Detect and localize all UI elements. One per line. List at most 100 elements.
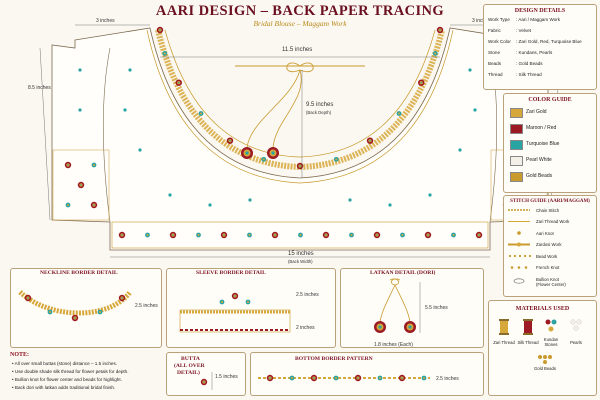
dim-sleeve-top-right: 3 inches: [472, 18, 491, 24]
zardosi-icon: [508, 242, 530, 247]
dim-back-depth-note: (Back Depth): [306, 110, 332, 115]
butta-dot: [168, 193, 172, 197]
bottom-border-panel: [250, 352, 484, 396]
left-sleeve-seam: [102, 47, 111, 223]
color-label: Zari Gold: [526, 109, 547, 115]
stitch-label: Chain Stitch: [536, 207, 560, 213]
french-knot-icon: [510, 266, 528, 269]
color-swatch: [510, 108, 523, 118]
sleeve-detail-dim-2: 2 inches: [296, 325, 315, 331]
design-detail-value: : Aari / Maggam Work: [516, 17, 561, 22]
dim-back-width-note: (Back Width): [288, 259, 313, 264]
notes-heading: NOTE:: [10, 352, 30, 358]
sleeve-detail-dim-1: 2.5 inches: [296, 292, 319, 298]
material-label: Silk Thread: [517, 340, 539, 345]
pearls-icon: [570, 319, 582, 331]
material-label: Zari Thread: [493, 340, 515, 345]
design-detail-row: Stone: Kundans, Pearls: [488, 50, 552, 55]
butta-dot: [78, 68, 82, 72]
design-detail-key: Fabric: [488, 28, 501, 33]
butta-dot: [348, 198, 352, 202]
butta-dot: [468, 68, 472, 72]
latkan-right: [267, 147, 279, 159]
design-detail-row: Beads : Gold Beads: [488, 61, 543, 66]
color-swatch: [510, 172, 523, 182]
design-detail-key: Beads: [488, 61, 502, 66]
color-label: Pearl White: [526, 157, 552, 163]
stitch-label-sub: (Flower Center): [536, 282, 566, 287]
stitch-label: French Knot: [536, 265, 560, 270]
butta-detail-panel: [166, 352, 246, 396]
butta-dot: [208, 203, 212, 207]
butta-dot: [458, 148, 462, 152]
sleeve-detail-panel: [166, 268, 336, 348]
design-detail-key: Thread: [488, 72, 503, 77]
neckline-detail-panel: [10, 268, 162, 348]
left-sleeve-border: [52, 149, 110, 221]
neckline-detail-heading: NECKLINE BORDER DETAIL: [40, 270, 118, 276]
stitch-label: Bullion Knot: [536, 276, 559, 282]
bottom-border-band: [111, 221, 489, 249]
zari-spool-icon: [499, 319, 509, 335]
latkan-detail-heading: LATKAN DETAIL (DORI): [370, 270, 436, 276]
note-line: • Bullion knot for flower center and bea…: [12, 377, 122, 382]
design-detail-row: Thread : Silk Thread: [488, 72, 542, 77]
page-title: AARI DESIGN – BACK PAPER TRACING: [155, 3, 445, 19]
latkan-detail-dim-2: 1.8 inches (Each): [374, 342, 413, 348]
stitch-guide-heading: STITCH GUIDE (AARI/MAGGAM): [510, 199, 590, 204]
stitch-label: Zari Thread Work: [536, 219, 570, 224]
color-swatch: [510, 124, 523, 134]
design-detail-row: Work Color : Zari Gold, Red, Turquoise Bl…: [488, 39, 582, 44]
design-detail-value: : Silk Thread: [516, 72, 542, 77]
material-label: Gold Beads: [534, 366, 556, 371]
color-label: Maroon / Red: [526, 125, 557, 131]
latkan-left: [241, 147, 253, 159]
design-details-panel: DESIGN DETAILS: [483, 4, 597, 90]
note-line: • Use double shade silk thread for flowe…: [12, 369, 129, 374]
silk-spool-icon: [523, 319, 533, 335]
sleeve-detail-heading: SLEEVE BORDER DETAIL: [196, 270, 266, 276]
neckline-detail-dim: 2.5 inches: [135, 303, 158, 309]
bottom-border-dim: 2.5 inches: [436, 376, 459, 382]
butta-heading-1: BUTTA: [181, 356, 200, 362]
bottom-border-heading: BOTTOM BORDER PATTERN: [295, 356, 373, 362]
design-detail-value: : Gold Beads: [516, 61, 543, 66]
butta-dot: [428, 193, 432, 197]
dim-back-width: 15 inches: [288, 251, 314, 257]
latkan-detail-dim-1: 5.5 inches: [425, 305, 448, 311]
note-line: • Back dori with latkan adds traditional…: [12, 385, 116, 390]
kundan-icon: [545, 319, 557, 332]
design-detail-key: Work Color: [488, 39, 511, 44]
materials-heading: MATERIALS USED: [515, 306, 570, 312]
color-guide-heading: COLOR GUIDE: [528, 97, 572, 103]
color-swatch: [510, 156, 523, 166]
color-swatch: [510, 140, 523, 150]
butta-dot: [128, 68, 132, 72]
butta-heading-2: (ALL OVER: [174, 363, 205, 369]
page-subtitle: Bridal Blouse – Maggam Work: [253, 19, 347, 28]
butta-dot: [388, 203, 392, 207]
material-label: Pearls: [570, 340, 582, 345]
note-line: • All over small buttas (stone) distance…: [12, 361, 118, 366]
design-detail-key: Work Type: [488, 17, 510, 22]
material-label: Kundan Stones: [543, 337, 559, 347]
color-label: Turquoise Blue: [526, 141, 560, 147]
butta-dot: [123, 108, 127, 112]
butta-dot: [248, 198, 252, 202]
design-details-heading: DESIGN DETAILS: [514, 8, 566, 14]
latkan-detail-panel: [340, 268, 484, 348]
bead-icon: [508, 254, 532, 258]
aari-knot-icon: [517, 231, 521, 235]
dim-sleeve-side-left: 8.5 inches: [28, 85, 51, 91]
design-detail-row: Fabric: Velvet: [488, 28, 531, 33]
bullion-knot-icon: [513, 278, 525, 284]
stitch-label: Aari Knot: [536, 230, 554, 236]
design-detail-value: : Zari Gold, Red, Turquoise Blue: [516, 39, 582, 44]
color-label: Gold Beads: [526, 173, 553, 179]
stitch-label: Zardosi Work: [536, 242, 562, 247]
dim-sleeve-top-left: 3 inches: [96, 18, 115, 24]
